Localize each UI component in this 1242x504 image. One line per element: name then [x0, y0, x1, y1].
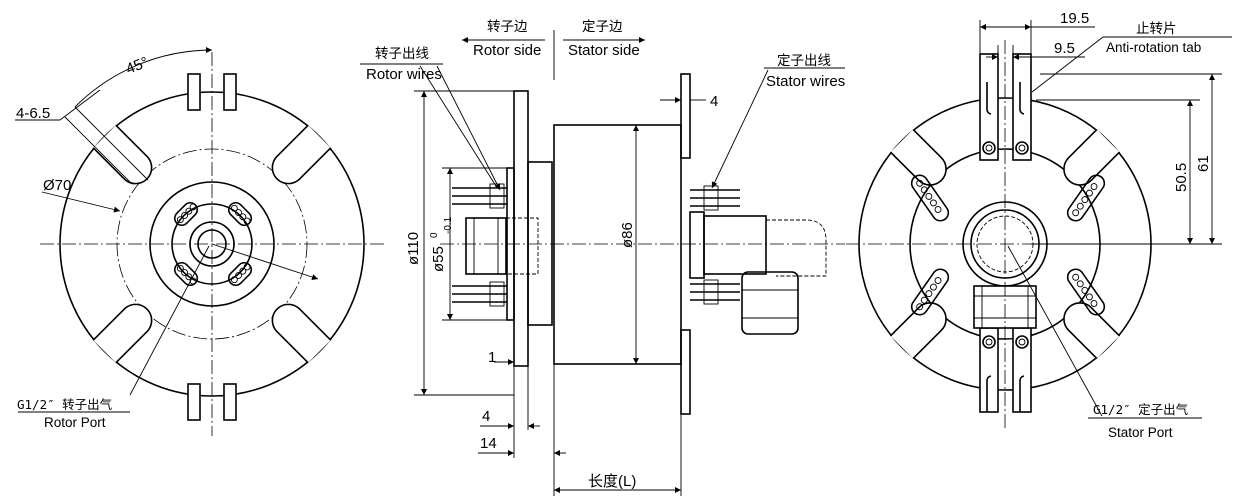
right-wire-slots: [910, 174, 1106, 316]
left-wire-bundles: [173, 201, 253, 287]
dim-1: 1: [488, 349, 496, 366]
stator-side-cn: 定子边: [582, 19, 623, 34]
dim-4: 4: [482, 408, 490, 425]
rotor-wires: [452, 183, 507, 307]
rotor-flange: [513, 90, 529, 367]
dim-shaft-tol-lower: -0.1: [443, 216, 454, 234]
stator-elbow-fitting: [689, 211, 827, 335]
stator-side-en: Stator side: [568, 42, 640, 59]
stator-wires-en: Stator wires: [766, 73, 845, 90]
stator-port-label-cn: G1/2″ 定子出气: [1093, 402, 1189, 417]
tab-label-cn: 止转片: [1136, 21, 1177, 36]
stator-wires-cn: 定子出线: [777, 53, 831, 68]
dim-length: 长度(L): [588, 473, 636, 490]
stator-port-label-en: Stator Port: [1108, 425, 1173, 440]
rotor-wires-en: Rotor wires: [366, 66, 442, 83]
rotor-wires-cn: 转子出线: [375, 46, 429, 61]
dim-body-diameter: ø86: [619, 222, 636, 248]
rotor-port-label-cn: G1/2″ 转子出气: [17, 397, 113, 412]
right-view: 19.5 9.5 止转片 Anti-rotation tab 50.5 61 G…: [846, 10, 1232, 440]
stator-flange-bottom: [680, 329, 691, 415]
rotor-side-en: Rotor side: [473, 42, 541, 59]
rotor-port-fitting: [465, 217, 507, 275]
rotor-hub: [527, 161, 553, 326]
dim-shaft-diameter: ø55: [430, 246, 447, 272]
housing-body: [553, 124, 682, 365]
dim-19-5: 19.5: [1060, 10, 1089, 27]
left-anti-rotation-tabs: [187, 73, 237, 421]
side-view: 转子边 Rotor side 定子边 Stator side: [360, 19, 845, 496]
dim-50-5: 50.5: [1173, 163, 1190, 192]
tab-label-en: Anti-rotation tab: [1106, 40, 1201, 55]
left-view: 45° 4-6.5 Ø70 G1/2″ 转子出气 Rotor Port: [15, 47, 385, 436]
angle-label: 45°: [124, 54, 151, 78]
stator-wires: [690, 185, 740, 305]
rotor-port-label-en: Rotor Port: [44, 415, 106, 430]
dim-61: 61: [1195, 155, 1212, 172]
dim-shaft-tol-upper: 0: [429, 232, 440, 238]
dim-flange-width: 4: [710, 93, 718, 110]
dim-9-5: 9.5: [1054, 40, 1075, 57]
rotor-side-cn: 转子边: [487, 19, 528, 34]
dim-14: 14: [480, 435, 497, 452]
stator-flange-top: [680, 73, 691, 159]
right-anti-rotation-tabs: [979, 53, 1032, 413]
dim-outer-diameter: ø110: [405, 232, 422, 265]
diameter-70-label: Ø70: [43, 177, 71, 194]
hole-label: 4-6.5: [16, 105, 50, 122]
